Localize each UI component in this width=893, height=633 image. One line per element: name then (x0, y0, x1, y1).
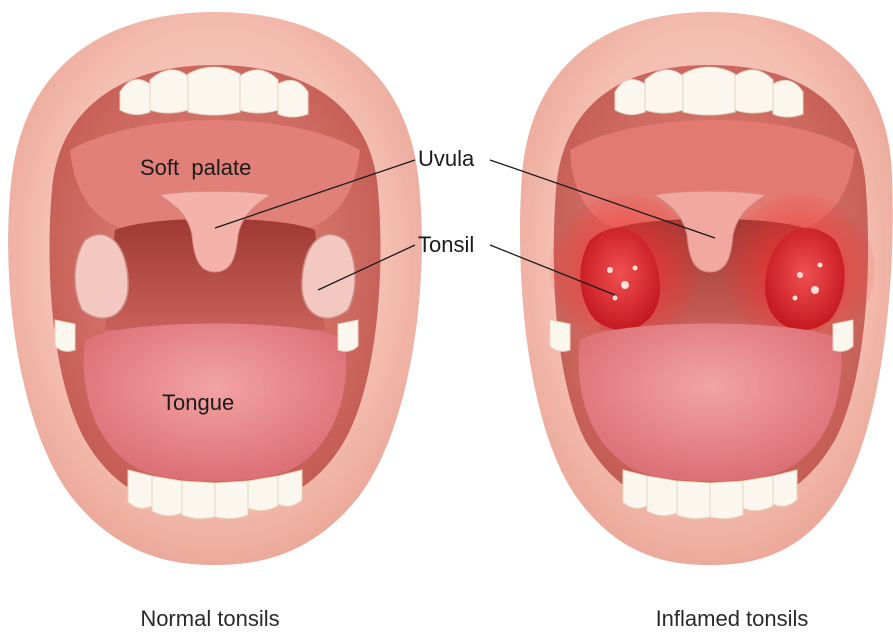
soft-palate-label: Soft palate (140, 155, 251, 180)
uvula-label: Uvula (418, 146, 475, 171)
tonsil-label: Tonsil (418, 232, 474, 257)
left-tonsil (75, 234, 128, 318)
normal-tonsils-caption: Normal tonsils (140, 606, 279, 631)
tongue (579, 324, 842, 482)
inflamed-mouth (520, 12, 893, 565)
normal-mouth (8, 12, 422, 565)
inflamed-tonsils-caption: Inflamed tonsils (656, 606, 809, 631)
tongue-label: Tongue (162, 390, 234, 415)
